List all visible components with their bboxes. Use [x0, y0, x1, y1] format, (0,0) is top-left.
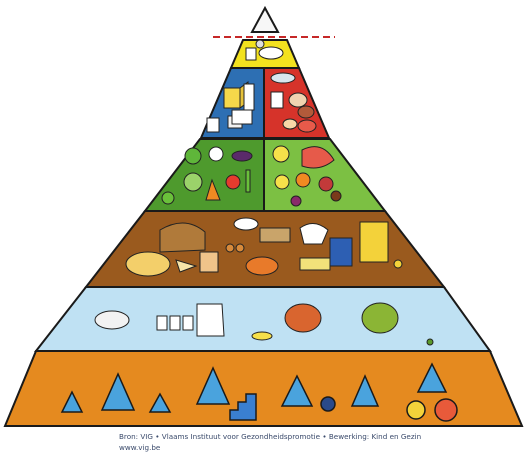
source-credit: Bron: VIG • Vlaams Instituut voor Gezond… — [119, 432, 422, 441]
grain-items — [125, 217, 403, 277]
dairy-items — [206, 81, 255, 133]
pyramid-tip — [250, 5, 280, 33]
tier-activity — [3, 350, 524, 427]
vegetable-items — [161, 146, 253, 205]
extras-items — [245, 39, 284, 61]
drink-items — [94, 302, 434, 346]
source-url: www.vig.be — [119, 443, 161, 452]
food-pyramid — [3, 5, 524, 427]
fruit-items — [272, 145, 342, 207]
meat-fish-items — [270, 72, 317, 133]
activity-figures — [60, 362, 458, 422]
